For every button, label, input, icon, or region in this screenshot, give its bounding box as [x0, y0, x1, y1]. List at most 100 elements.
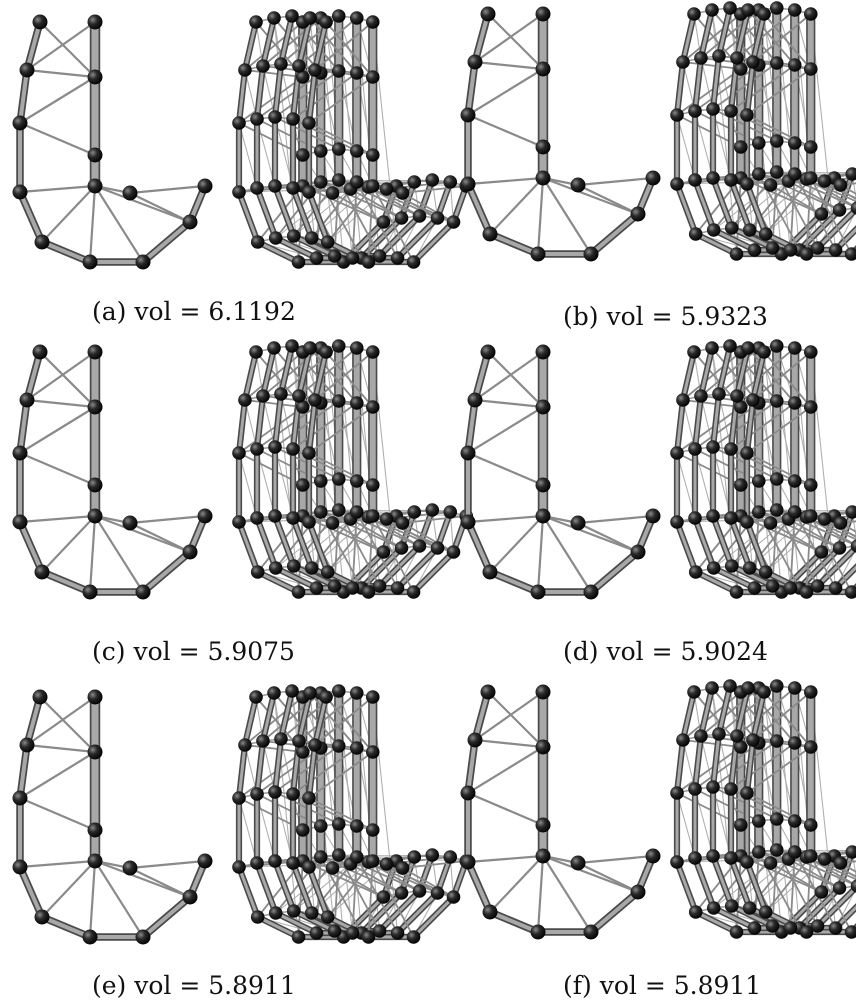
truss-node: [770, 165, 784, 179]
truss-bar: [468, 184, 490, 234]
truss-node: [748, 243, 762, 257]
truss-node: [804, 478, 818, 492]
truss-node: [302, 446, 316, 460]
truss-member: [20, 186, 95, 192]
truss-node: [380, 512, 394, 526]
truss-node: [536, 685, 551, 700]
truss-node: [332, 142, 346, 156]
truss-node: [646, 509, 661, 524]
truss-member: [130, 523, 190, 552]
truss-node: [269, 906, 283, 920]
truss-node: [136, 255, 151, 270]
truss-bar: [677, 522, 696, 572]
truss-node: [707, 561, 721, 575]
truss-node: [687, 345, 701, 359]
truss-node: [804, 818, 818, 832]
truss-node: [536, 345, 551, 360]
truss-bar: [490, 572, 538, 592]
truss-node: [13, 791, 28, 806]
truss-node: [746, 393, 760, 407]
truss-node: [468, 733, 483, 748]
truss-node: [292, 255, 306, 269]
truss-node: [319, 345, 333, 359]
truss-member: [20, 407, 95, 453]
truss-node: [706, 849, 720, 863]
truss-node: [88, 509, 103, 524]
truss-node: [818, 174, 832, 188]
truss-node: [395, 886, 409, 900]
truss-bar: [468, 522, 490, 572]
truss-node: [815, 885, 829, 899]
truss-node: [256, 59, 270, 73]
caption-d: (d) vol = 5.9024: [563, 637, 768, 667]
truss-node: [481, 345, 496, 360]
truss-node: [706, 102, 720, 116]
truss-node: [285, 684, 299, 698]
truss-node: [268, 440, 282, 454]
truss-node: [232, 116, 246, 130]
truss-bar: [591, 892, 638, 932]
truss-node: [788, 505, 802, 519]
truss-node: [366, 400, 380, 414]
truss-node: [305, 231, 319, 245]
truss-member: [20, 798, 95, 830]
truss-node: [536, 140, 551, 155]
truss-panel-a: [13, 9, 474, 269]
truss-node: [740, 786, 754, 800]
truss-node: [752, 845, 766, 859]
truss-node: [308, 63, 322, 77]
truss-node: [734, 818, 748, 832]
truss-node: [770, 134, 784, 148]
truss-node: [694, 729, 708, 743]
truss-node: [238, 738, 252, 752]
truss-node: [724, 782, 738, 796]
truss-node: [286, 181, 300, 195]
truss-node: [413, 539, 427, 553]
truss-node: [740, 108, 754, 122]
truss-member: [20, 516, 95, 522]
truss-node: [250, 442, 264, 456]
truss-bar: [42, 917, 90, 937]
truss-member: [475, 62, 543, 69]
truss-bar: [143, 897, 190, 937]
truss-node: [366, 345, 380, 359]
truss-node: [536, 62, 551, 77]
truss-node: [251, 910, 265, 924]
truss-member: [27, 70, 95, 77]
truss-node: [741, 681, 755, 695]
truss-member: [538, 856, 543, 932]
truss-node: [88, 823, 103, 838]
caption-c: (c) vol = 5.9075: [92, 637, 295, 667]
truss-node: [13, 515, 28, 530]
truss-node: [407, 255, 421, 269]
truss-node: [757, 685, 771, 699]
truss-node: [377, 215, 391, 229]
truss-node: [707, 901, 721, 915]
truss-node: [443, 505, 457, 519]
truss-node: [328, 924, 342, 938]
truss-node: [788, 341, 802, 355]
truss-node: [380, 857, 394, 871]
truss-member: [90, 516, 95, 592]
truss-node: [380, 182, 394, 196]
truss-member: [578, 516, 653, 523]
truss-node: [804, 685, 818, 699]
truss-node: [788, 845, 802, 859]
truss-bar: [143, 222, 190, 262]
truss-node: [350, 474, 364, 488]
truss-node: [362, 255, 376, 269]
truss-node: [788, 167, 802, 181]
truss-node: [804, 849, 818, 863]
truss-node: [804, 171, 818, 185]
truss-member: [578, 178, 653, 185]
truss-node: [447, 545, 461, 559]
truss-node: [688, 511, 702, 525]
truss-node: [286, 856, 300, 870]
truss-node: [232, 446, 246, 460]
truss-node: [287, 904, 301, 918]
truss-panel-d: [461, 339, 856, 599]
truss-node: [366, 15, 380, 29]
truss-node: [20, 63, 35, 78]
truss-node: [770, 394, 784, 408]
truss-node: [314, 850, 328, 864]
